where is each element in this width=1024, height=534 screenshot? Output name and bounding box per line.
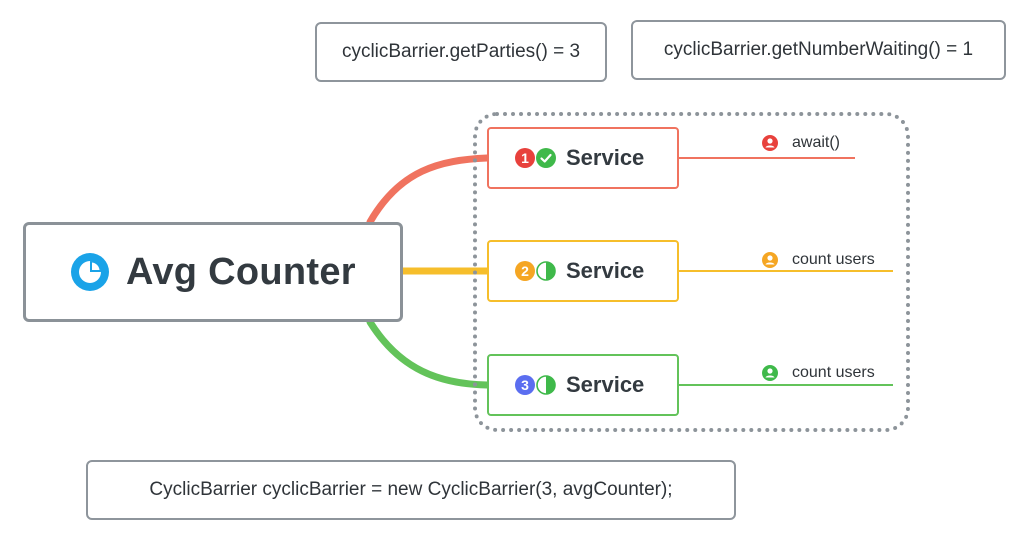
branch-label-1-text: await() xyxy=(792,134,841,151)
connector-root-service-1 xyxy=(366,154,491,226)
service-node-3[interactable]: 3 Service xyxy=(487,354,679,416)
number-badge-1: 1 xyxy=(515,148,535,168)
service-node-2[interactable]: 2 Service xyxy=(487,240,679,302)
branch-label-1[interactable]: await() xyxy=(762,134,840,152)
check-circle-icon xyxy=(536,148,556,168)
service-label-2: Service xyxy=(566,258,645,283)
quarter-pie-icon xyxy=(536,375,556,395)
services-group-boundary xyxy=(473,112,910,432)
constructor-code-note: CyclicBarrier cyclicBarrier = new Cyclic… xyxy=(86,460,736,520)
root-topic-avg-counter[interactable]: Avg Counter xyxy=(23,222,403,322)
get-number-waiting-note: cyclicBarrier.getNumberWaiting() = 1 xyxy=(631,20,1006,80)
user-icon xyxy=(762,135,778,151)
number-badge-2: 2 xyxy=(515,261,535,281)
pie-chart-icon xyxy=(71,253,109,291)
service-node-1[interactable]: 1 Service xyxy=(487,127,679,189)
root-title: Avg Counter xyxy=(126,250,356,293)
user-icon xyxy=(762,252,778,268)
half-pie-icon xyxy=(536,261,556,281)
user-icon xyxy=(762,365,778,381)
branch-label-3[interactable]: count users xyxy=(762,364,875,382)
constructor-code-text: CyclicBarrier cyclicBarrier = new Cyclic… xyxy=(149,479,673,500)
service-label-1: Service xyxy=(566,145,645,170)
get-parties-text: cyclicBarrier.getParties() = 3 xyxy=(341,41,581,62)
branch-label-3-text: count users xyxy=(792,364,875,381)
branch-label-2-text: count users xyxy=(792,251,875,268)
service-label-3: Service xyxy=(566,372,645,397)
branch-label-2[interactable]: count users xyxy=(762,251,875,269)
get-parties-note: cyclicBarrier.getParties() = 3 xyxy=(315,22,607,82)
get-number-waiting-text: cyclicBarrier.getNumberWaiting() = 1 xyxy=(663,39,974,60)
number-badge-3: 3 xyxy=(515,375,535,395)
connector-root-service-3 xyxy=(366,318,491,389)
